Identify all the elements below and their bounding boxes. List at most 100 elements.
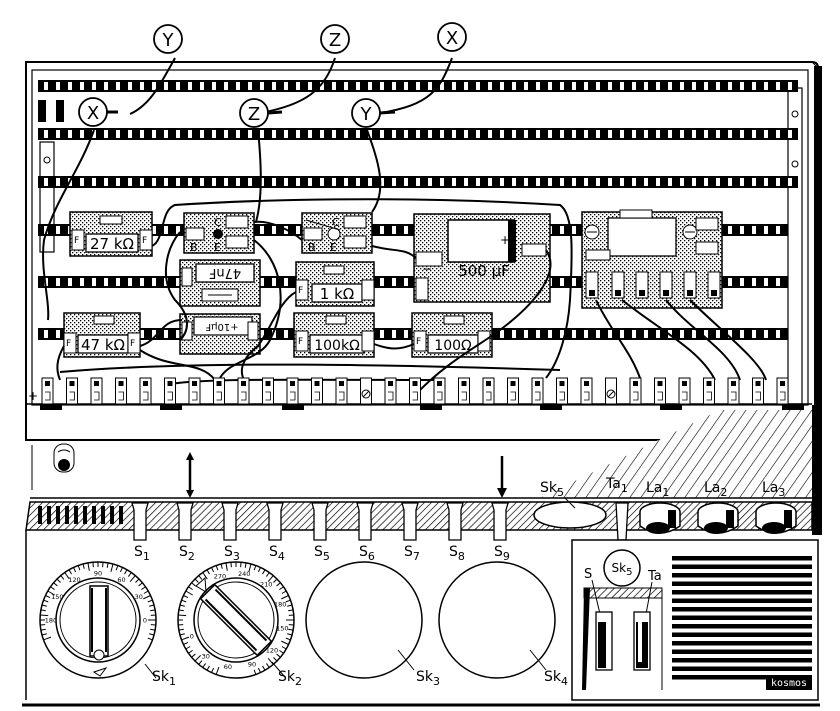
module-relay[interactable]	[581, 209, 723, 309]
switch-key-s4[interactable]	[266, 502, 284, 541]
dial-tick	[60, 575, 65, 580]
switch-key-s8[interactable]	[446, 502, 464, 541]
terminal-rail	[38, 80, 798, 92]
spring-terminal[interactable]	[409, 377, 421, 405]
vent-slot	[47, 506, 51, 524]
spring-terminal[interactable]	[90, 377, 103, 405]
spring-terminal[interactable]	[311, 377, 323, 405]
switch-key-s3[interactable]	[221, 502, 239, 541]
spring-terminal[interactable]	[678, 377, 691, 405]
spring-terminal[interactable]	[164, 377, 176, 405]
c10u-value: +10µF	[205, 321, 238, 332]
dial-sk3[interactable]	[305, 561, 423, 679]
screw-terminal[interactable]	[605, 377, 617, 405]
sk5-jack[interactable]	[603, 549, 641, 587]
spring-terminal[interactable]	[237, 377, 250, 405]
spring-terminal[interactable]	[752, 377, 764, 405]
module-r1k[interactable]: F 1 kΩ	[295, 261, 375, 307]
dial-tick	[40, 628, 46, 631]
ta-button[interactable]	[633, 611, 651, 671]
mounting-foot	[40, 404, 62, 410]
dial-tick	[45, 595, 51, 599]
connector-top-y[interactable]: Y	[153, 24, 183, 54]
dial-scale-label: 150	[51, 593, 63, 601]
spring-terminal[interactable]	[458, 377, 470, 405]
rail-slot	[764, 178, 768, 186]
s-switch[interactable]	[595, 611, 613, 671]
spring-terminal[interactable]	[188, 377, 201, 405]
connector-board-z[interactable]: Z	[239, 98, 283, 128]
screw-terminal[interactable]	[360, 377, 372, 405]
connector-top-z[interactable]: Z	[320, 24, 350, 54]
spring-clip	[706, 391, 712, 401]
dial-tick	[68, 569, 72, 575]
spring-terminal[interactable]	[531, 377, 544, 405]
spring-terminal[interactable]	[139, 377, 152, 405]
spring-terminal[interactable]	[286, 377, 299, 405]
spring-terminal[interactable]	[482, 377, 495, 405]
connector-top-x[interactable]: X	[437, 22, 467, 52]
rail-slot	[692, 330, 696, 338]
dial-tick	[220, 563, 223, 569]
rail-slot	[500, 82, 504, 90]
rail-slot	[668, 178, 672, 186]
module-transistor-1[interactable]: C B E	[183, 212, 255, 254]
rail-slot	[620, 82, 624, 90]
switch-label: S8	[449, 544, 465, 563]
switch-key-s6[interactable]	[356, 502, 374, 541]
spring-terminal[interactable]	[776, 377, 789, 405]
dial-sk4[interactable]	[438, 561, 556, 679]
switch-key-s7[interactable]	[401, 502, 419, 541]
module-r100[interactable]: F 100Ω	[411, 312, 493, 358]
switch-key-s2[interactable]	[176, 502, 194, 541]
terminal-strip: +	[26, 377, 812, 410]
spring-terminal[interactable]	[580, 377, 593, 405]
terminal-hole	[290, 381, 295, 386]
switch-key-s9[interactable]	[491, 502, 509, 541]
sk5-socket[interactable]	[533, 501, 607, 529]
module-r100k[interactable]: F 100kΩ	[293, 312, 375, 358]
dial-tick	[188, 586, 193, 591]
module-transistor-2[interactable]: C B E	[301, 212, 373, 254]
spring-terminal[interactable]	[703, 377, 715, 405]
connector-board-y[interactable]: Y	[351, 98, 396, 128]
spring-terminal[interactable]	[654, 377, 666, 405]
spring-terminal[interactable]	[262, 377, 274, 405]
lamp-1[interactable]	[639, 502, 681, 534]
spring-terminal[interactable]	[433, 377, 446, 405]
spring-terminal[interactable]	[41, 377, 54, 405]
module-c500u[interactable]: + − 500 µF	[413, 213, 551, 303]
spring-terminal[interactable]	[335, 377, 348, 405]
svg-text:Y: Y	[360, 104, 373, 125]
spring-terminal[interactable]	[66, 377, 78, 405]
lamp-2[interactable]	[697, 502, 739, 534]
rail-slot	[764, 278, 768, 286]
spring-terminal[interactable]	[556, 377, 568, 405]
dial-tick	[178, 609, 184, 612]
module-c47n[interactable]: 47nF	[179, 259, 261, 307]
connector-board-x[interactable]: X	[78, 97, 118, 127]
rail-slot	[620, 130, 624, 138]
rail-slot	[656, 130, 660, 138]
switch-key-s1[interactable]	[131, 502, 149, 541]
grille-slot	[672, 598, 812, 603]
switch-key-s5[interactable]	[311, 502, 329, 541]
spring-terminal[interactable]	[507, 377, 519, 405]
rail-slot	[44, 130, 48, 138]
lamp-label-base: La	[762, 480, 778, 496]
spring-terminal[interactable]	[115, 377, 127, 405]
lamp-3[interactable]	[755, 502, 797, 534]
ta1-key[interactable]	[615, 502, 629, 541]
spring-terminal[interactable]	[727, 377, 740, 405]
rail-slot	[704, 178, 708, 186]
spring-terminal[interactable]	[384, 377, 397, 405]
spring-terminal[interactable]	[629, 377, 642, 405]
dial-tick	[41, 604, 47, 607]
module-r27k[interactable]: F F 27 kΩ	[69, 211, 153, 257]
spring-terminal[interactable]	[213, 377, 225, 405]
lamp-label-sub: 3	[778, 486, 785, 499]
module-c10u[interactable]: +10µF	[179, 313, 261, 355]
module-r47k[interactable]: F F 47 kΩ	[63, 312, 141, 358]
